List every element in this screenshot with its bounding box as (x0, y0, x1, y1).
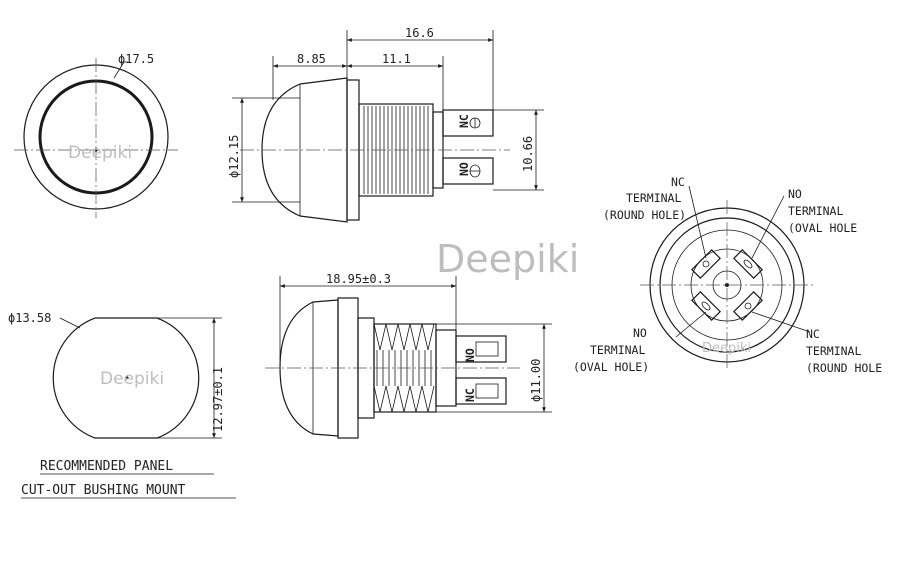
dim-terminal-span: 10.66 (521, 136, 535, 172)
panel-cutout-view: 12.97±0.1 ϕ13.58 Deepiki RECOMMENDED PAN… (8, 311, 236, 499)
dim-overall-length-top: 16.6 (405, 26, 434, 40)
no-top-line2: TERMINAL (788, 204, 843, 218)
cutout-caption-line1: RECOMMENDED PANEL (40, 459, 173, 474)
nc-top-line3: (ROUND HOLE) (603, 208, 686, 222)
nc-bottom-line3: (ROUND HOLE (806, 361, 882, 375)
watermark-main: Deepiki (436, 237, 579, 281)
front-watermark: Deepiki (68, 143, 132, 163)
cutout-caption-line2: CUT-OUT BUSHING MOUNT (21, 483, 186, 498)
terminal-mark-nc-bottom: NC (463, 388, 477, 402)
no-top-line1: NO (788, 187, 802, 201)
cutout-diameter-label: ϕ13.58 (8, 311, 51, 325)
front-view: ϕ17.5 Deepiki (14, 52, 178, 218)
terminal-mark-no-bottom: NO (463, 348, 477, 362)
dim-body-length: 11.1 (382, 52, 411, 66)
thread-zigzag (373, 323, 435, 351)
dim-overall-length-bottom: 18.95±0.3 (326, 272, 391, 286)
dim-cap-diameter: ϕ12.15 (227, 135, 241, 178)
no-bottom-line3: (OVAL HOLE) (573, 360, 649, 374)
front-diameter-label: ϕ17.5 (118, 52, 154, 66)
rear-view: Deepiki NC TERMINAL (ROUND HOLE) NO TERM… (573, 175, 882, 375)
nc-bottom-line2: TERMINAL (806, 344, 861, 358)
no-bottom-line1: NO (633, 326, 647, 340)
side-view-top: NC NO 16.6 8.85 11.1 ϕ12.15 10.66 (227, 26, 544, 223)
nc-top-line2: TERMINAL (626, 191, 681, 205)
dim-thread-diameter: ϕ11.00 (529, 359, 543, 402)
rear-watermark: Deepiki (702, 341, 751, 356)
terminal-mark-no-top: NO (457, 162, 471, 176)
terminal-mark-nc-top: NC (457, 114, 471, 128)
side-view-bottom: NO NC 18.95±0.3 ϕ11.00 (265, 272, 552, 439)
no-bottom-line2: TERMINAL (590, 343, 645, 357)
dim-cap-length: 8.85 (297, 52, 326, 66)
nc-bottom-line1: NC (806, 327, 820, 341)
nc-top-line1: NC (671, 175, 685, 189)
cutout-watermark: Deepiki (100, 369, 164, 389)
dim-flat-height: 12.97±0.1 (211, 367, 225, 432)
thread-zigzag (373, 385, 435, 413)
no-top-line3: (OVAL HOLE (788, 221, 857, 235)
